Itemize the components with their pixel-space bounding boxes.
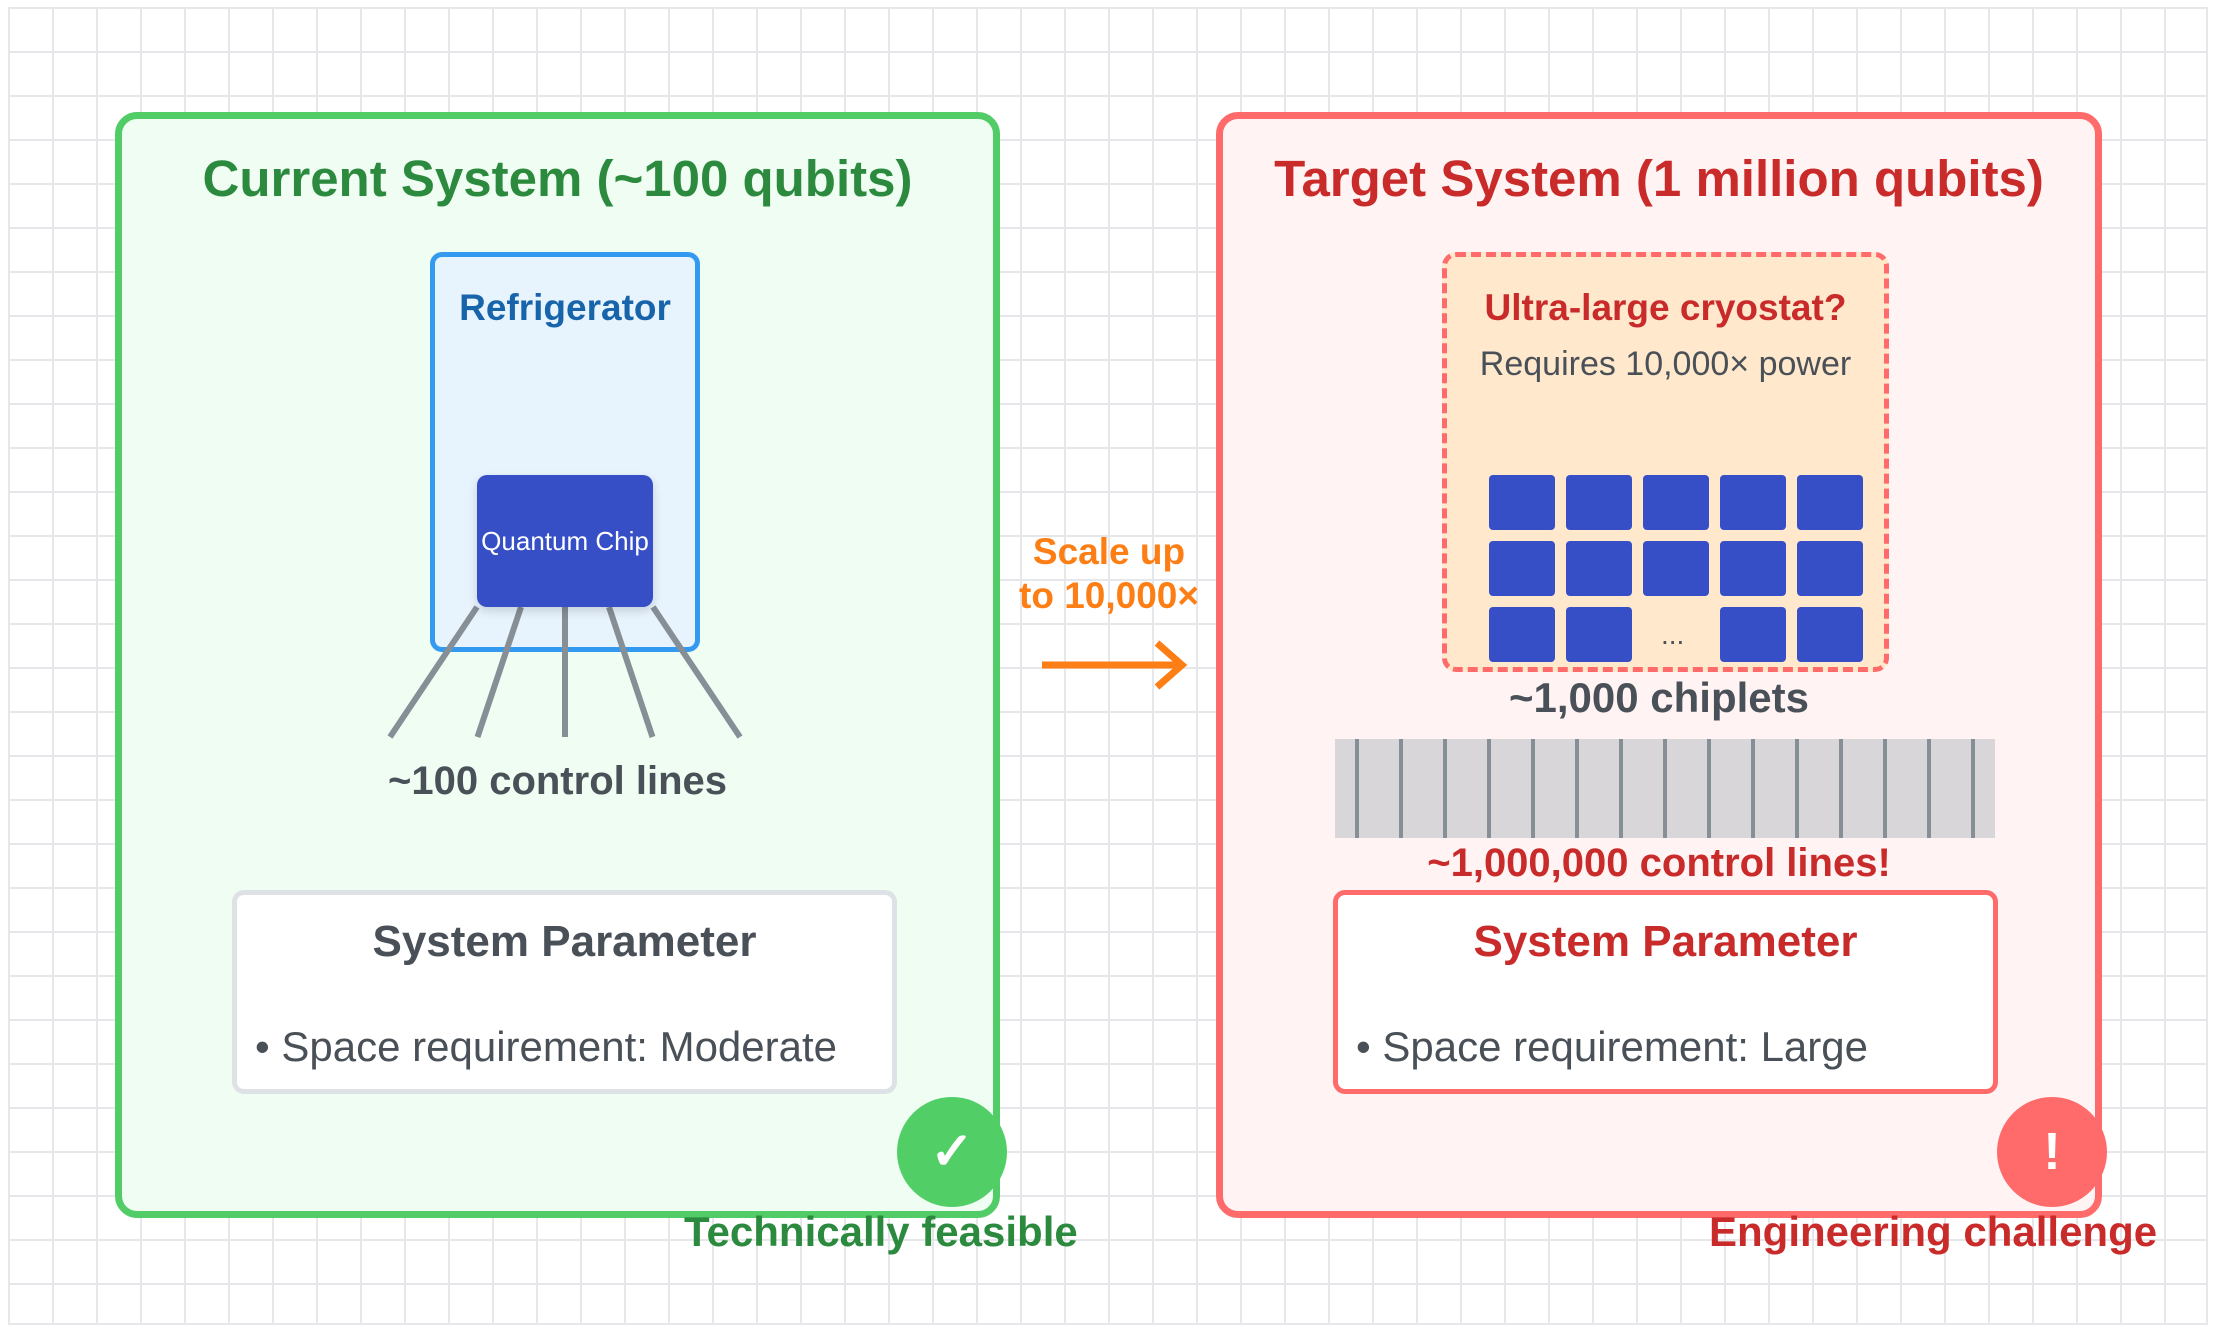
control-lines-label: ~100 control lines	[387, 759, 728, 803]
system-parameter-title: System Parameter	[1473, 917, 1858, 966]
chiplet	[1720, 541, 1786, 596]
target-system-panel: Target System (1 million qubits) Ultra-l…	[1216, 112, 2107, 1218]
chiplet	[1720, 607, 1786, 662]
chiplet	[1566, 475, 1632, 530]
chiplet	[1566, 607, 1632, 662]
cryostat-box: Ultra-large cryostat? Requires 10,000× p…	[1442, 252, 1889, 672]
chiplet	[1797, 541, 1863, 596]
chiplet	[1489, 541, 1555, 596]
space-requirement-item: • Space requirement: Large	[1356, 1023, 1868, 1070]
engineering-challenge-label: Engineering challenge	[1709, 1208, 2158, 1255]
quantum-chip-label: Quantum Chip	[481, 525, 649, 556]
scale-up-line2: to 10,000×	[1019, 575, 1199, 616]
cryostat-title: Ultra-large cryostat?	[1484, 287, 1847, 328]
cryostat-subtitle: Requires 10,000× power	[1479, 345, 1852, 383]
feasible-label: Technically feasible	[684, 1208, 1078, 1255]
check-icon: ✓	[897, 1097, 1007, 1207]
chiplet-count-label: ~1,000 chiplets	[1508, 674, 1809, 721]
bundle-lines	[1355, 739, 1975, 838]
chiplet	[1566, 541, 1632, 596]
current-system-panel: Current System (~100 qubits) Refrigerato…	[115, 112, 1007, 1218]
arrow-right-icon	[1042, 640, 1188, 690]
system-parameter-box-target: System Parameter • Space requirement: La…	[1333, 890, 1998, 1094]
chiplet	[1643, 541, 1709, 596]
quantum-chip: Quantum Chip	[477, 475, 653, 607]
chiplet	[1720, 475, 1786, 530]
exclamation-icon: !	[1997, 1097, 2107, 1207]
system-parameter-box-current: System Parameter • Space requirement: Mo…	[232, 890, 897, 1094]
chiplet	[1797, 475, 1863, 530]
control-line-bundle	[1335, 739, 1995, 838]
target-system-title: Target System (1 million qubits)	[1274, 150, 2044, 207]
scale-up-line1: Scale up	[1032, 531, 1186, 572]
chiplet-ellipsis: ...	[1661, 619, 1685, 650]
current-system-title: Current System (~100 qubits)	[202, 150, 913, 207]
chiplet	[1489, 607, 1555, 662]
chiplet	[1797, 607, 1863, 662]
check-glyph: ✓	[930, 1123, 974, 1181]
chiplet-grid: ...	[1447, 257, 1894, 677]
chiplet	[1643, 475, 1709, 530]
chiplet	[1489, 475, 1555, 530]
system-parameter-title: System Parameter	[372, 917, 757, 966]
scale-up-label: Scale up to 10,000×	[1000, 530, 1218, 618]
exclamation-glyph: !	[2043, 1123, 2061, 1181]
million-control-lines-label: ~1,000,000 control lines!	[1427, 841, 1891, 885]
space-requirement-item: • Space requirement: Moderate	[255, 1023, 838, 1070]
refrigerator-label: Refrigerator	[459, 287, 671, 328]
